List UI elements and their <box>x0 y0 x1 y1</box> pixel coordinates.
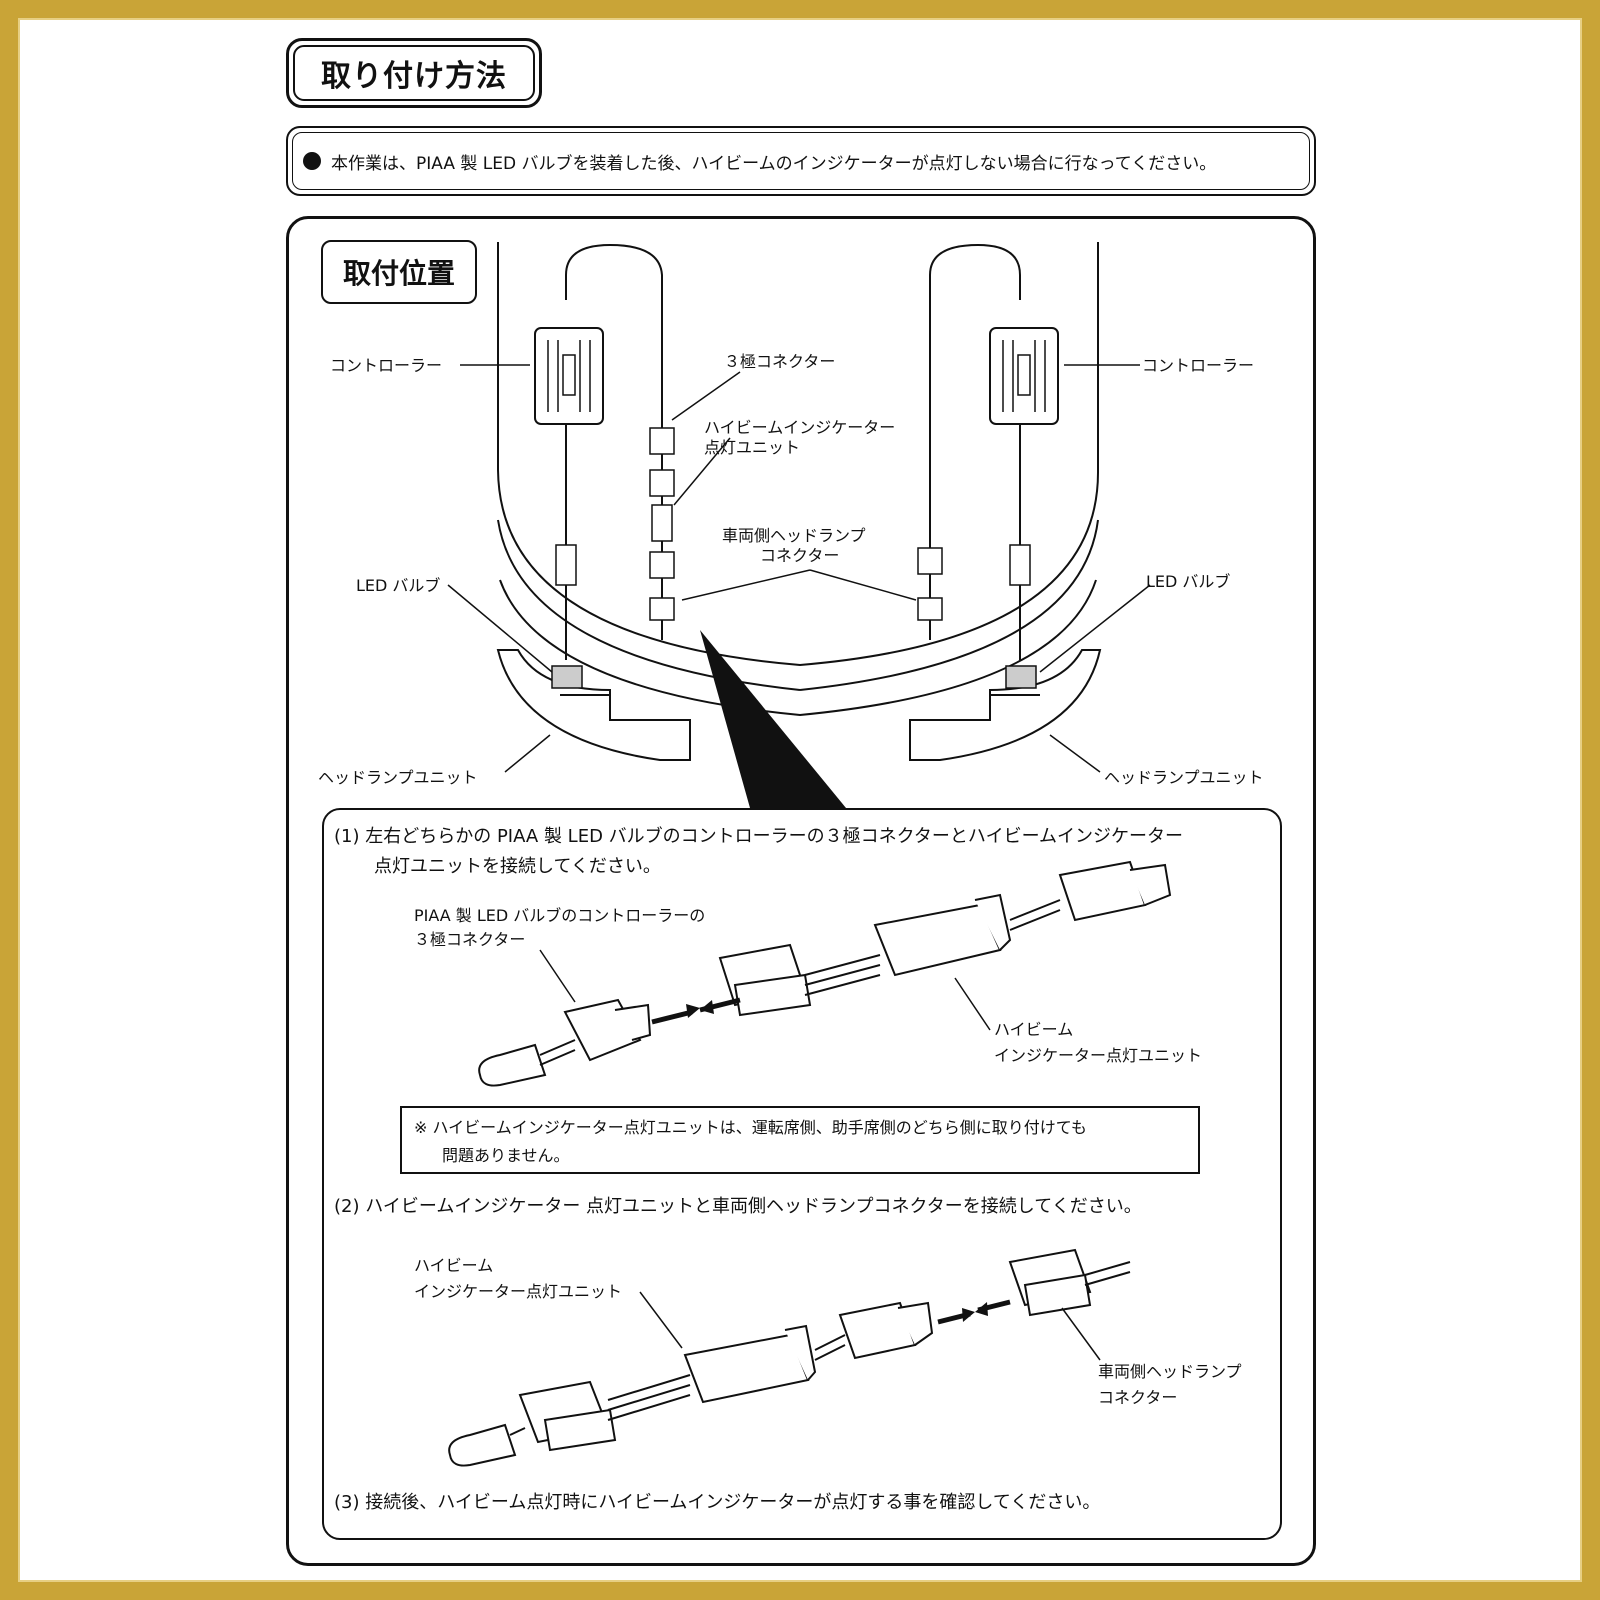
title-box: 取り付け方法 <box>286 38 542 108</box>
caution-line2: 問題ありません。 <box>442 1146 570 1165</box>
left-controller-label: コントローラー <box>330 356 443 375</box>
right-controller-label: コントローラー <box>1142 356 1255 375</box>
step1-connector-label-1: PIAA 製 LED バルブのコントローラーの <box>414 906 706 925</box>
step3-text: (3) 接続後、ハイビーム点灯時にハイビームインジケーターが点灯する事を確認して… <box>334 1492 1101 1513</box>
vehicle-connector-label-2: コネクター <box>760 546 840 565</box>
indicator-unit-label-1: ハイビームインジケーター <box>704 418 896 437</box>
indicator-unit-label-2: 点灯ユニット <box>704 438 801 457</box>
note-box: 本作業は、PIAA 製 LED バルブを装着した後、ハイビームのインジケーターが… <box>286 126 1316 196</box>
right-headlamp-label: ヘッドランプユニット <box>1104 768 1264 787</box>
main-panel <box>286 216 1316 1566</box>
step2-vehicle-label-2: コネクター <box>1098 1388 1178 1407</box>
install-position-label: 取付位置 <box>321 240 477 304</box>
left-led-bulb-label: LED バルブ <box>356 576 441 595</box>
note: 本作業は、PIAA 製 LED バルブを装着した後、ハイビームのインジケーターが… <box>292 132 1310 190</box>
note-text: 本作業は、PIAA 製 LED バルブを装着した後、ハイビームのインジケーターが… <box>331 153 1217 174</box>
step1-unit-label-1: ハイビーム <box>994 1020 1074 1039</box>
step1-line1: (1) 左右どちらかの PIAA 製 LED バルブのコントローラーの３極コネク… <box>334 826 1184 847</box>
three-pin-connector-label: ３極コネクター <box>724 352 836 371</box>
caution-box: ※ ハイビームインジケーター点灯ユニットは、運転席側、助手席側のどちら側に取り付… <box>400 1106 1200 1174</box>
step2-vehicle-label-1: 車両側ヘッドランプ <box>1098 1362 1242 1381</box>
step1-unit-label-2: インジケーター点灯ユニット <box>994 1046 1203 1065</box>
page-title: 取り付け方法 <box>293 45 535 101</box>
left-headlamp-label: ヘッドランプユニット <box>318 768 478 787</box>
step2-text: (2) ハイビームインジケーター 点灯ユニットと車両側ヘッドランプコネクターを接… <box>334 1196 1142 1217</box>
step2-unit-label-2: インジケーター点灯ユニット <box>414 1282 623 1301</box>
step2-unit-label-1: ハイビーム <box>414 1256 494 1275</box>
step1-line2: 点灯ユニットを接続してください。 <box>374 856 661 877</box>
vehicle-connector-label-1: 車両側ヘッドランプ <box>722 526 866 545</box>
step1-connector-label-2: ３極コネクター <box>414 930 526 949</box>
bullet-icon <box>303 152 321 170</box>
right-led-bulb-label: LED バルブ <box>1146 572 1231 591</box>
caution-line1: ※ ハイビームインジケーター点灯ユニットは、運転席側、助手席側のどちら側に取り付… <box>414 1118 1087 1137</box>
instruction-panel <box>322 808 1282 1540</box>
